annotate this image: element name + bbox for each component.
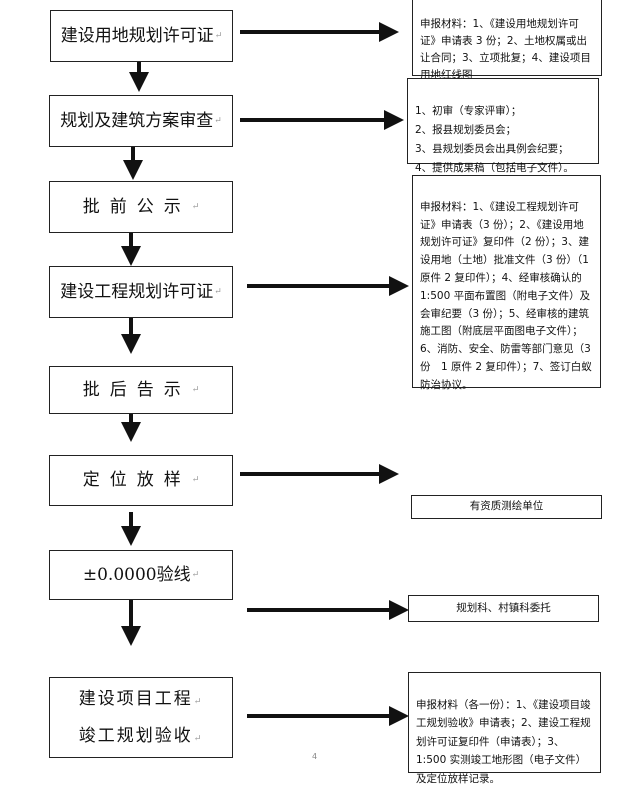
step-label: ±0.0000验线 (82, 564, 191, 585)
paragraph-mark-icon: ↵ (191, 384, 210, 395)
step-post-approval-notice: 批后告示↵ (49, 366, 233, 414)
step-setting-out: 定位放样↵ (49, 455, 233, 506)
step-completion-acceptance: 建设项目工程↵ 竣工规划验收↵ (49, 677, 233, 758)
paragraph-mark-icon: ↵ (193, 733, 204, 744)
note-text: 有资质测绘单位 (469, 500, 544, 513)
paragraph-mark-icon: ↵ (214, 286, 222, 297)
step-construction-permit: 建设工程规划许可证↵ (49, 266, 233, 318)
page-number: 4 (312, 752, 318, 761)
step-label: 建设用地规划许可证 (60, 25, 214, 46)
step-line-check: ±0.0000验线↵ (49, 550, 233, 600)
note-land-use-materials: 申报材料：1、《建设用地规划许可证》申请表 3 份；2、土地权属或出让合同；3、… (412, 0, 602, 81)
note-text: 申报材料：1、《建设用地规划许可证》申请表 3 份；2、土地权属或出让合同；3、… (420, 18, 591, 81)
step-label: 批前公示 (82, 196, 191, 217)
note-text: 申报材料：1、《建设工程规划许可证》申请表（3 份）；2、《建设用地规划许可证》… (420, 200, 592, 391)
step-label-line2: 竣工规划验收 (78, 725, 193, 746)
step-label-line1: 建设项目工程 (78, 689, 193, 710)
note-construction-materials: 申报材料：1、《建设工程规划许可证》申请表（3 份）；2、《建设用地规划许可证》… (412, 175, 601, 391)
step-label: 建设工程规划许可证 (60, 281, 214, 302)
paragraph-mark-icon: ↵ (191, 475, 210, 486)
paragraph-mark-icon: ↵ (193, 697, 204, 708)
step-plan-review: 规划及建筑方案审查↵ (49, 95, 233, 147)
note-completion-materials: 申报材料（各一份）：1、《建设项目竣工规划验收》申请表；2、建设工程规划许可证复… (408, 672, 601, 785)
paragraph-mark-icon: ↵ (191, 569, 200, 580)
note-review-steps: 1、初审（专家评审）； 2、报县规划委员会； 3、县规划委员会出具例会纪要； 4… (407, 78, 599, 174)
note-planning-delegation: 规划科、村镇科委托 (408, 595, 599, 622)
paragraph-mark-icon: ↵ (214, 115, 222, 126)
note-text: 规划科、村镇科委托 (456, 601, 551, 614)
note-text: 申报材料（各一份）：1、《建设项目竣工规划验收》申请表；2、建设工程规划许可证复… (416, 698, 591, 785)
step-land-use-permit: 建设用地规划许可证↵ (50, 10, 233, 62)
step-pre-approval-notice: 批前公示↵ (49, 181, 233, 233)
step-label: 规划及建筑方案审查 (60, 110, 214, 131)
paragraph-mark-icon: ↵ (214, 30, 223, 41)
note-survey-unit: 有资质测绘单位 (411, 495, 602, 519)
paragraph-mark-icon: ↵ (191, 201, 210, 212)
step-label: 定位放样 (82, 470, 191, 491)
step-label: 批后告示 (82, 379, 191, 400)
note-text: 1、初审（专家评审）； 2、报县规划委员会； 3、县规划委员会出具例会纪要； 4… (415, 105, 574, 174)
